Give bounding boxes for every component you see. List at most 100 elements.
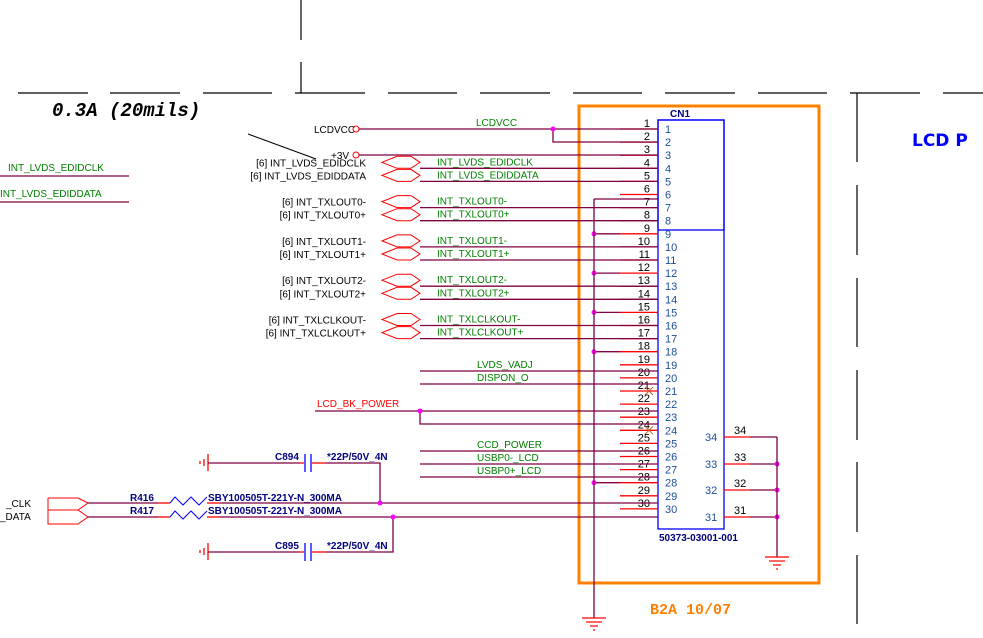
pin-number-inner: 16 xyxy=(665,321,677,333)
connector-pin-30[interactable]: 30 30 xyxy=(620,498,677,516)
offpage-port-tx1n[interactable]: [6] INT_TXLOUT1-INT_TXLOUT1- xyxy=(282,234,658,248)
net-label-edidclk-left: INT_LVDS_EDIDCLK xyxy=(8,163,104,174)
pin-number-outer: 25 xyxy=(638,432,650,444)
pin-number-outer: 28 xyxy=(638,472,650,484)
pin-number-inner: 3 xyxy=(665,150,671,162)
cap-c895[interactable] xyxy=(199,517,394,561)
pin-number-inner: 29 xyxy=(665,491,677,503)
net-label-ediddata: INT_LVDS_EDIDDATA xyxy=(437,170,539,181)
net-label-tx0n: INT_TXLOUT0- xyxy=(437,197,507,208)
pin-number-inner: 33 xyxy=(705,459,717,471)
net-label-bkpower: LCD_BK_POWER xyxy=(317,399,399,410)
pin-number-inner: 4 xyxy=(665,163,671,175)
pin-number-outer: 30 xyxy=(638,498,650,510)
pin-number-outer: 6 xyxy=(644,184,650,196)
pin-number-outer: 34 xyxy=(734,425,746,437)
pin-number-inner: 9 xyxy=(665,229,671,241)
offpage-port-tx2p[interactable]: [6] INT_TXLOUT2+ INT_TXLOUT2+ xyxy=(280,286,658,300)
offpage-label: [6] INT_TXLOUT0- xyxy=(282,198,366,209)
pin-number-inner: 6 xyxy=(665,190,671,202)
offpage-label: [6] INT_TXLOUT1+ xyxy=(280,250,367,261)
no-connect-mark xyxy=(644,425,654,435)
pin-number-inner: 13 xyxy=(665,281,677,293)
connector-pin-33[interactable]: 33 33 xyxy=(705,452,780,471)
pin-number-inner: 14 xyxy=(665,294,677,306)
pin-number-outer: 31 xyxy=(734,505,746,517)
pin-number-inner: 31 xyxy=(705,512,717,524)
wire-lcdvcc-pin2 xyxy=(552,129,658,143)
net-label-lcdvcc: LCDVCC xyxy=(476,118,517,129)
sheet-title: LCD P xyxy=(912,131,968,151)
connector-pin-25[interactable]: 25 25 xyxy=(620,432,677,450)
ferrite-r417[interactable] xyxy=(88,510,658,520)
pin-number-inner: 11 xyxy=(665,255,676,267)
pin-number-inner: 25 xyxy=(665,438,677,450)
pin-number-outer: 3 xyxy=(644,144,650,156)
r417-refdes: R417 xyxy=(130,506,154,517)
connector-body[interactable] xyxy=(657,119,725,530)
offpage-label: [6] INT_TXLOUT1- xyxy=(282,237,366,248)
offpage-port-tx0n[interactable]: [6] INT_TXLOUT0- INT_TXLOUT0- xyxy=(282,195,658,209)
offpage-port-ediddata[interactable]: [6] INT_LVDS_EDIDDATA INT_LVDS_EDIDDATA xyxy=(250,168,658,182)
offpage-port-tx0p[interactable]: [6] INT_TXLOUT0+INT_TXLOUT0+ xyxy=(280,208,658,222)
offpage-label: [6] INT_LVDS_EDIDDATA xyxy=(250,171,366,182)
net-label-tx2p: INT_TXLOUT2+ xyxy=(437,288,510,299)
connector-pin-28[interactable]: 28 28 xyxy=(620,472,677,490)
offpage-label: [6] INT_LVDS_EDIDCLK xyxy=(256,158,366,169)
pin-number-inner: 28 xyxy=(665,478,677,490)
offpage-label: [6] INT_TXLCLKOUT- xyxy=(269,316,366,327)
ferrite-r416[interactable] xyxy=(88,496,658,506)
net-label-tx1p: INT_TXLOUT1+ xyxy=(437,249,510,260)
net-label-usbn: USBP0-_LCD xyxy=(477,453,539,464)
r416-refdes: R416 xyxy=(130,493,154,504)
connector-pin-31[interactable]: 31 31 xyxy=(705,505,780,524)
p3v-port-symbol[interactable] xyxy=(352,151,360,159)
offpage-label: [6] INT_TXLOUT2+ xyxy=(280,289,367,300)
c895-value: *22P/50V_4N xyxy=(327,541,388,552)
pin-number-outer: 12 xyxy=(638,262,650,274)
connector-refdes: CN1 xyxy=(670,109,690,120)
pin-number-outer: 20 xyxy=(638,367,650,379)
pin-number-inner: 1 xyxy=(665,124,671,136)
pin-number-outer: 13 xyxy=(638,275,650,287)
pin-number-inner: 2 xyxy=(665,137,671,149)
offpage-clk-data-port[interactable] xyxy=(47,497,89,525)
pin-number-outer: 19 xyxy=(638,354,650,366)
pin-number-outer: 23 xyxy=(638,406,650,418)
no-connect-mark xyxy=(644,386,654,396)
pin-number-inner: 10 xyxy=(665,242,677,254)
pin-number-outer: 33 xyxy=(734,452,746,464)
cap-c894[interactable] xyxy=(199,454,381,503)
offpage-label: [6] INT_TXLCLKOUT+ xyxy=(266,329,366,340)
offpage-port-tx1p[interactable]: [6] INT_TXLOUT1+ INT_TXLOUT1+ xyxy=(280,247,658,261)
pin-number-outer: 11 xyxy=(639,249,650,261)
note-leader-line xyxy=(247,133,317,160)
pin-number-outer: 16 xyxy=(638,315,650,327)
offpage-port-clkp[interactable]: [6] INT_TXLCLKOUT+INT_TXLCLKOUT+ xyxy=(266,326,658,340)
current-note: 0.3A (20mils) xyxy=(52,100,200,122)
pin-number-inner: 30 xyxy=(665,504,677,516)
offpage-port-clkn[interactable]: [6] INT_TXLCLKOUT-INT_TXLCLKOUT- xyxy=(269,313,658,327)
pin-number-inner: 8 xyxy=(665,216,671,228)
sheet-frame xyxy=(18,0,983,624)
r416-value: SBY100505T-221Y-N_300MA xyxy=(208,493,342,504)
offpage-port-tx2n[interactable]: [6] INT_TXLOUT2-INT_TXLOUT2- xyxy=(282,273,658,287)
